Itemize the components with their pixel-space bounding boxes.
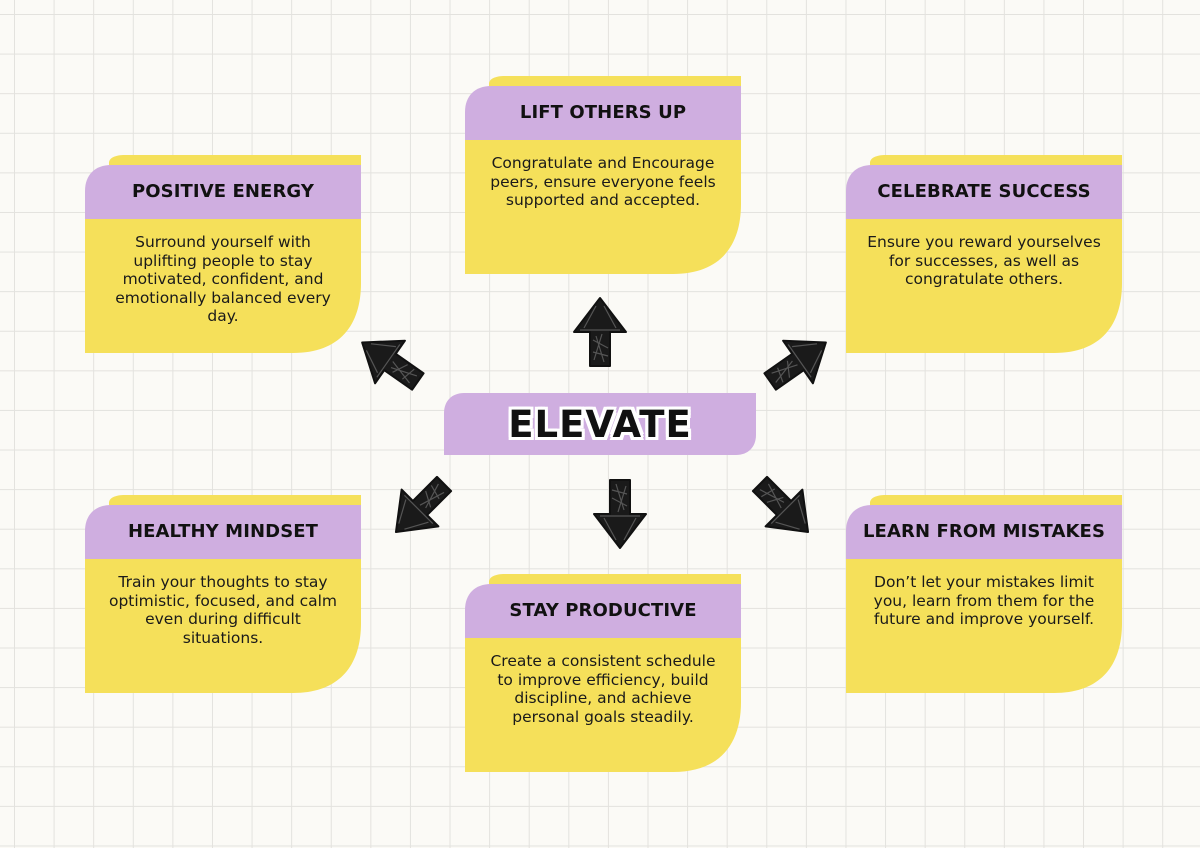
- center-box: ELEVATE: [444, 393, 756, 455]
- card-title: CELEBRATE SUCCESS: [877, 181, 1091, 202]
- card-body: Ensure you reward yourselves for success…: [867, 233, 1101, 288]
- card-title: LIFT OTHERS UP: [519, 102, 687, 123]
- card-body: Create a consistent schedule to improve …: [490, 652, 716, 726]
- arrow-down-icon: [593, 479, 647, 549]
- card-body: Don’t let your mistakes limit you, learn…: [873, 573, 1095, 628]
- arrow-down-left-icon: [380, 468, 460, 548]
- card-title: LEARN FROM MISTAKES: [862, 521, 1106, 542]
- card-title: STAY PRODUCTIVE: [509, 600, 697, 621]
- center-box-shape: [444, 393, 756, 455]
- card-lift-others-up: LIFT OTHERS UP Congratulate and Encourag…: [465, 76, 741, 274]
- arrow-up-left-icon: [350, 322, 430, 402]
- center-title: ELEVATE: [508, 402, 692, 446]
- arrow-down-right-icon: [744, 468, 824, 548]
- card-learn-from-mistakes: LEARN FROM MISTAKES Don’t let your mista…: [846, 495, 1122, 693]
- card-title: POSITIVE ENERGY: [131, 181, 315, 202]
- card-body: Surround yourself with uplifting people …: [115, 233, 331, 325]
- card-title: HEALTHY MINDSET: [127, 521, 319, 542]
- arrow-up-icon: [573, 297, 627, 367]
- card-positive-energy: POSITIVE ENERGY Surround yourself with u…: [85, 155, 361, 353]
- card-body: Congratulate and Encourage peers, ensure…: [490, 154, 716, 209]
- card-healthy-mindset: HEALTHY MINDSET Train your thoughts to s…: [85, 495, 361, 693]
- arrow-up-right-icon: [758, 322, 838, 402]
- card-stay-productive: STAY PRODUCTIVE Create a consistent sche…: [465, 574, 741, 772]
- card-body: Train your thoughts to stay optimistic, …: [108, 573, 338, 647]
- card-celebrate-success: CELEBRATE SUCCESS Ensure you reward your…: [846, 155, 1122, 353]
